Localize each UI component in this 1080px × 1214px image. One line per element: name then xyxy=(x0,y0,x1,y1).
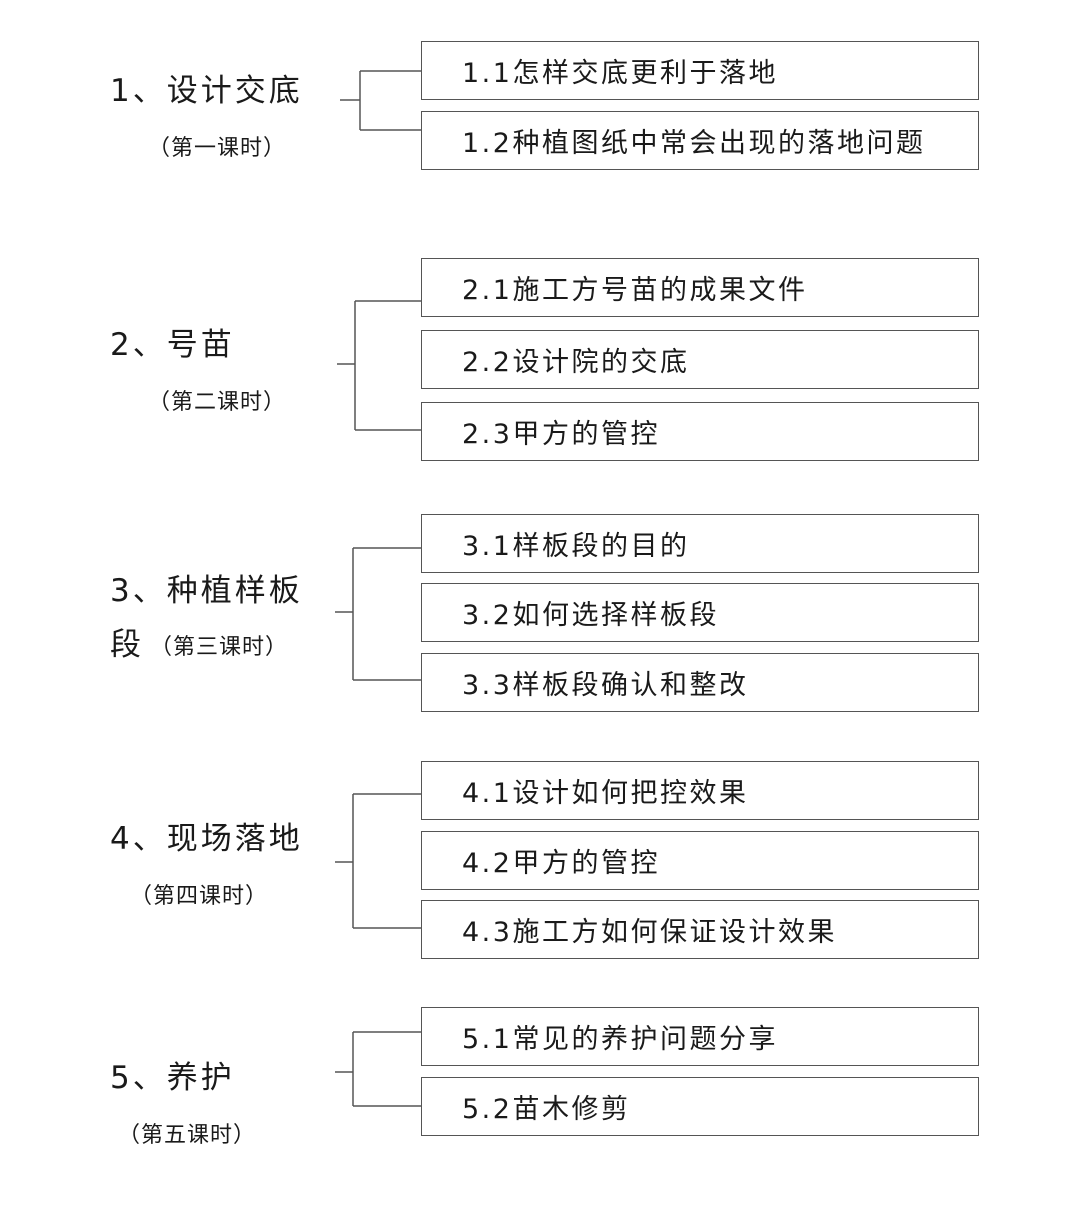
topic-5-2: 5.2苗木修剪 xyxy=(462,1094,631,1125)
section-2-subtitle: （第二课时） xyxy=(148,390,287,415)
section-4-subtitle: （第四课时） xyxy=(130,884,269,909)
topic-box-4-1: 4.1设计如何把控效果 xyxy=(421,761,979,820)
topic-2-1: 2.1施工方号苗的成果文件 xyxy=(462,275,808,306)
topic-2-3: 2.3甲方的管控 xyxy=(462,419,660,450)
topic-4-3: 4.3施工方如何保证设计效果 xyxy=(462,917,837,948)
topic-2-2: 2.2设计院的交底 xyxy=(462,347,690,378)
topic-3-1: 3.1样板段的目的 xyxy=(462,531,690,562)
topic-3-2: 3.2如何选择样板段 xyxy=(462,600,719,631)
topic-box-4-2: 4.2甲方的管控 xyxy=(421,831,979,890)
topic-1-2: 1.2种植图纸中常会出现的落地问题 xyxy=(462,128,926,159)
topic-box-4-3: 4.3施工方如何保证设计效果 xyxy=(421,900,979,959)
topic-box-2-3: 2.3甲方的管控 xyxy=(421,402,979,461)
section-3-title: 3、种植样板 xyxy=(110,573,303,609)
topic-4-1: 4.1设计如何把控效果 xyxy=(462,778,749,809)
section-1-title: 1、设计交底 xyxy=(110,73,303,109)
topic-box-5-2: 5.2苗木修剪 xyxy=(421,1077,979,1136)
topic-box-5-1: 5.1常见的养护问题分享 xyxy=(421,1007,979,1066)
section-3-subtitle: （第三课时） xyxy=(150,635,289,660)
topic-4-2: 4.2甲方的管控 xyxy=(462,848,660,879)
topic-1-1: 1.1怎样交底更利于落地 xyxy=(462,58,778,89)
topic-box-1-1: 1.1怎样交底更利于落地 xyxy=(421,41,979,100)
topic-box-2-2: 2.2设计院的交底 xyxy=(421,330,979,389)
topic-box-3-1: 3.1样板段的目的 xyxy=(421,514,979,573)
topic-5-1: 5.1常见的养护问题分享 xyxy=(462,1024,778,1055)
topic-box-3-2: 3.2如何选择样板段 xyxy=(421,583,979,642)
section-5-title: 5、养护 xyxy=(110,1060,235,1096)
section-2-title: 2、号苗 xyxy=(110,327,235,363)
section-5-subtitle: （第五课时） xyxy=(118,1123,257,1148)
section-4-title: 4、现场落地 xyxy=(110,821,303,857)
topic-3-3: 3.3样板段确认和整改 xyxy=(462,670,749,701)
topic-box-1-2: 1.2种植图纸中常会出现的落地问题 xyxy=(421,111,979,170)
section-1-subtitle: （第一课时） xyxy=(148,136,287,161)
topic-box-2-1: 2.1施工方号苗的成果文件 xyxy=(421,258,979,317)
section-3-title-line2: 段 xyxy=(110,627,144,663)
topic-box-3-3: 3.3样板段确认和整改 xyxy=(421,653,979,712)
